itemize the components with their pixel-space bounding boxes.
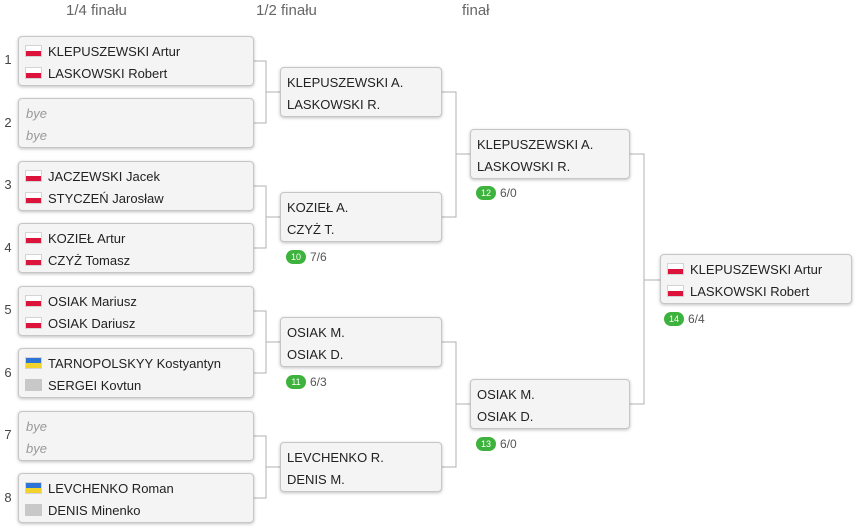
player-name[interactable]: CZYŻ T. — [287, 221, 335, 237]
player-name[interactable]: SERGEI Kovtun — [48, 377, 142, 393]
final-match-1[interactable]: KLEPUSZEWSKI A. LASKOWSKI R. — [470, 129, 630, 179]
player-name[interactable]: LASKOWSKI R. — [287, 96, 381, 112]
final-match-2[interactable]: OSIAK M. OSIAK D. — [470, 379, 630, 429]
player-name[interactable]: OSIAK M. — [287, 324, 345, 340]
player-name[interactable]: DENIS M. — [287, 471, 345, 487]
match-result[interactable]: 12 6/0 — [476, 186, 517, 200]
seed-number: 8 — [4, 490, 12, 505]
match-number-badge[interactable]: 12 — [476, 186, 496, 200]
match-score: 6/0 — [500, 186, 517, 200]
champion-box[interactable]: KLEPUSZEWSKI Artur LASKOWSKI Robert — [660, 254, 852, 304]
quarterfinal-match-3[interactable]: JACZEWSKI Jacek STYCZEŃ Jarosław — [18, 161, 254, 211]
match-result[interactable]: 13 6/0 — [476, 437, 517, 451]
ukraine-flag-icon — [25, 482, 42, 494]
bye-label: bye — [26, 440, 47, 456]
player-name[interactable]: KLEPUSZEWSKI Artur — [690, 261, 823, 277]
quarterfinal-match-5[interactable]: OSIAK Mariusz OSIAK Dariusz — [18, 286, 254, 336]
player-name[interactable]: LASKOWSKI R. — [477, 158, 571, 174]
match-number-badge[interactable]: 14 — [664, 312, 684, 326]
match-number-badge[interactable]: 13 — [476, 437, 496, 451]
match-number-badge[interactable]: 10 — [286, 250, 306, 264]
player-name[interactable]: KLEPUSZEWSKI A. — [477, 136, 594, 152]
quarterfinal-match-7[interactable]: bye bye — [18, 411, 254, 461]
match-score: 6/3 — [310, 375, 327, 389]
poland-flag-icon — [25, 67, 42, 79]
quarterfinal-match-4[interactable]: KOZIEŁ Artur CZYŻ Tomasz — [18, 223, 254, 273]
player-name[interactable]: KLEPUSZEWSKI Artur — [48, 43, 181, 59]
bye-label: bye — [26, 105, 47, 121]
player-name[interactable]: LASKOWSKI Robert — [690, 283, 810, 299]
match-number-badge[interactable]: 11 — [286, 375, 306, 389]
seed-number: 3 — [4, 177, 12, 192]
poland-flag-icon — [667, 263, 684, 275]
match-score: 6/4 — [688, 312, 705, 326]
header-final: finał — [462, 2, 490, 19]
quarterfinal-match-1[interactable]: KLEPUSZEWSKI Artur LASKOWSKI Robert — [18, 36, 254, 86]
player-name[interactable]: KOZIEŁ Artur — [48, 230, 126, 246]
bye-label: bye — [26, 418, 47, 434]
ukraine-flag-icon — [25, 357, 42, 369]
player-name[interactable]: LASKOWSKI Robert — [48, 65, 168, 81]
poland-flag-icon — [25, 170, 42, 182]
player-name[interactable]: OSIAK Mariusz — [48, 293, 137, 309]
unknown-flag-icon — [25, 504, 42, 516]
poland-flag-icon — [25, 192, 42, 204]
match-result[interactable]: 14 6/4 — [664, 312, 705, 326]
match-score: 6/0 — [500, 437, 517, 451]
unknown-flag-icon — [25, 379, 42, 391]
poland-flag-icon — [25, 254, 42, 266]
semifinal-match-2[interactable]: KOZIEŁ A. CZYŻ T. — [280, 192, 442, 242]
quarterfinal-match-2[interactable]: bye bye — [18, 98, 254, 148]
bye-label: bye — [26, 127, 47, 143]
player-name[interactable]: OSIAK M. — [477, 386, 535, 402]
quarterfinal-match-6[interactable]: TARNOPOLSKYY Kostyantyn SERGEI Kovtun — [18, 348, 254, 398]
seed-number: 7 — [4, 427, 12, 442]
match-score: 7/6 — [310, 250, 327, 264]
poland-flag-icon — [25, 317, 42, 329]
seed-number: 4 — [4, 240, 12, 255]
player-name[interactable]: DENIS Minenko — [48, 502, 141, 518]
player-name[interactable]: OSIAK Dariusz — [48, 315, 136, 331]
player-name[interactable]: TARNOPOLSKYY Kostyantyn — [48, 355, 221, 371]
quarterfinal-match-8[interactable]: LEVCHENKO Roman DENIS Minenko — [18, 473, 254, 523]
player-name[interactable]: OSIAK D. — [477, 408, 534, 424]
semifinal-match-3[interactable]: OSIAK M. OSIAK D. — [280, 317, 442, 367]
semifinal-match-1[interactable]: KLEPUSZEWSKI A. LASKOWSKI R. — [280, 67, 442, 117]
seed-number: 6 — [4, 365, 12, 380]
player-name[interactable]: LEVCHENKO Roman — [48, 480, 174, 496]
poland-flag-icon — [25, 45, 42, 57]
player-name[interactable]: KLEPUSZEWSKI A. — [287, 74, 404, 90]
match-result[interactable]: 11 6/3 — [286, 375, 327, 389]
semifinal-match-4[interactable]: LEVCHENKO R. DENIS M. — [280, 442, 442, 492]
seed-number: 5 — [4, 302, 12, 317]
match-result[interactable]: 10 7/6 — [286, 250, 327, 264]
player-name[interactable]: KOZIEŁ A. — [287, 199, 349, 215]
seed-number: 1 — [4, 52, 12, 67]
header-semifinals: 1/2 finału — [256, 2, 317, 19]
poland-flag-icon — [667, 285, 684, 297]
player-name[interactable]: OSIAK D. — [287, 346, 344, 362]
poland-flag-icon — [25, 295, 42, 307]
poland-flag-icon — [25, 232, 42, 244]
player-name[interactable]: STYCZEŃ Jarosław — [48, 190, 164, 206]
player-name[interactable]: CZYŻ Tomasz — [48, 252, 131, 268]
header-quarterfinals: 1/4 finału — [66, 2, 127, 19]
player-name[interactable]: LEVCHENKO R. — [287, 449, 384, 465]
seed-number: 2 — [4, 115, 12, 130]
player-name[interactable]: JACZEWSKI Jacek — [48, 168, 160, 184]
